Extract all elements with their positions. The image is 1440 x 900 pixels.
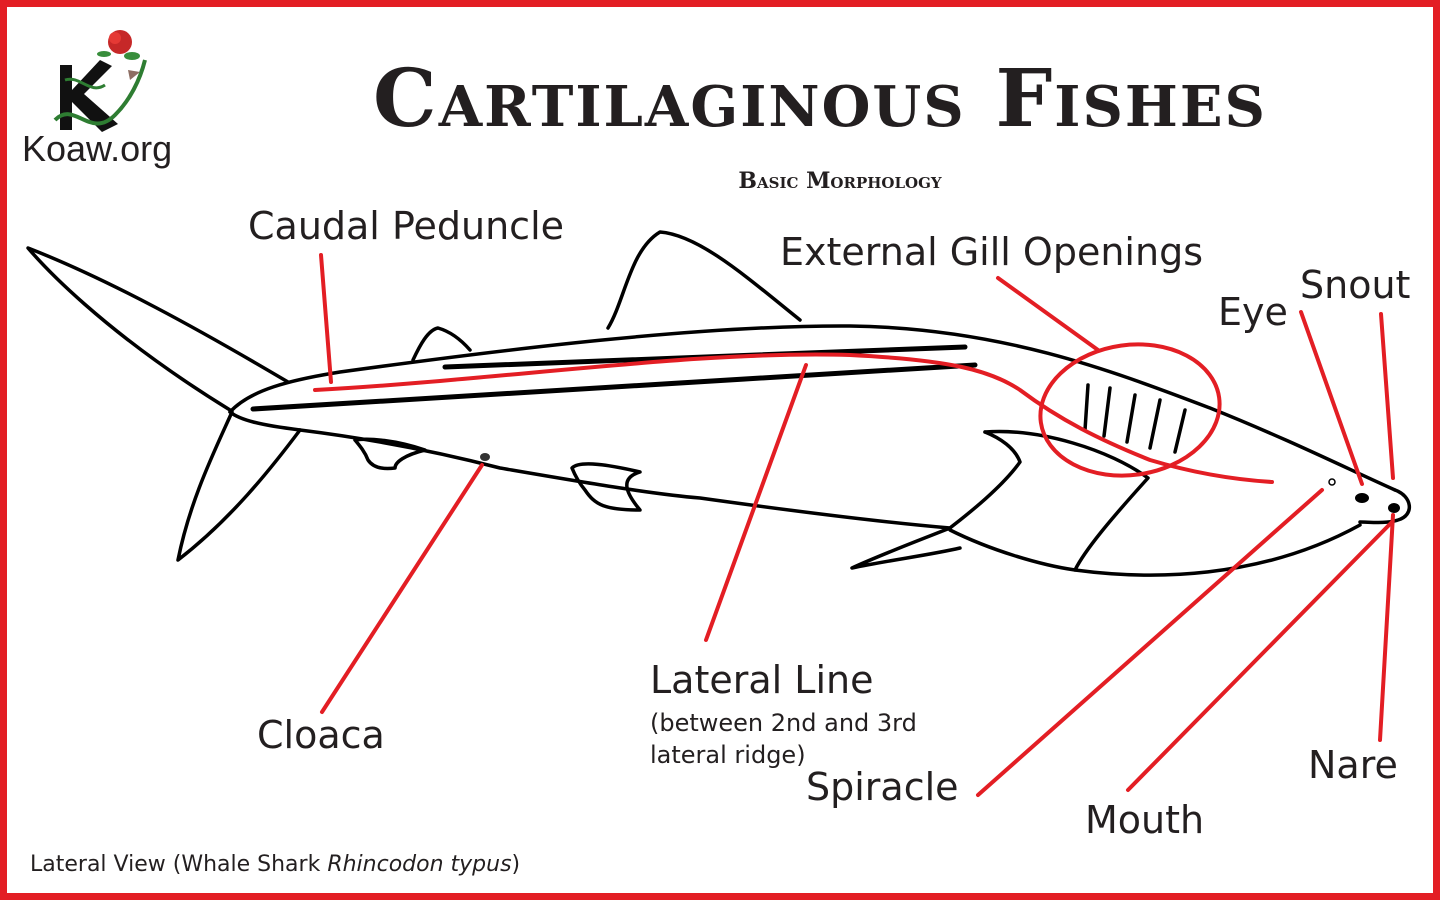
footer-caption: Lateral View (Whale Shark Rhincodon typu… xyxy=(30,852,520,877)
pectoral-fin xyxy=(948,429,1150,572)
koaw-logo xyxy=(53,30,147,132)
leader-eye xyxy=(1299,310,1364,486)
leader-snout xyxy=(1379,312,1395,480)
body-ventral-outline xyxy=(228,410,952,530)
leader-mouth xyxy=(1126,520,1394,792)
anal-fin xyxy=(570,462,642,512)
page-subtitle: Basic Morphology xyxy=(738,168,942,194)
gill-highlight-circle xyxy=(1038,342,1222,478)
leader-spiracle xyxy=(976,488,1324,797)
footer-prefix: Lateral View (Whale Shark xyxy=(30,852,328,877)
label-cloaca: Cloaca xyxy=(257,713,385,757)
spiracle-mark xyxy=(1328,478,1336,486)
leader-lateral-line xyxy=(704,363,808,642)
label-lateral-line-note-2: lateral ridge) xyxy=(650,741,806,769)
lateral-line xyxy=(313,352,1274,484)
lateral-ridge-2 xyxy=(250,362,978,412)
label-caudal-peduncle: Caudal Peduncle xyxy=(248,204,565,248)
label-spiracle: Spiracle xyxy=(806,765,959,809)
leader-caudal-peduncle xyxy=(319,253,333,384)
label-lateral-line-note-1: (between 2nd and 3rd xyxy=(650,709,917,737)
leader-cloaca xyxy=(320,463,484,714)
leader-gill-openings xyxy=(996,276,1100,352)
label-eye: Eye xyxy=(1218,290,1288,334)
label-external-gill-openings: External Gill Openings xyxy=(780,230,1203,274)
caudal-fin-upper xyxy=(26,246,290,412)
leader-nare xyxy=(1378,513,1395,742)
first-dorsal-fin xyxy=(606,230,802,330)
logo-text[interactable]: Koaw.org xyxy=(22,128,173,169)
footer-species: Rhincodon typus xyxy=(327,852,512,877)
pelvic-fin-small xyxy=(353,437,427,471)
label-mouth: Mouth xyxy=(1085,798,1205,842)
nare-mark xyxy=(1388,503,1400,513)
caudal-fin-lower xyxy=(176,410,302,562)
pelvic-fin xyxy=(850,526,962,570)
cloaca-mark xyxy=(480,453,490,461)
footer-suffix: ) xyxy=(511,852,521,877)
label-lateral-line: Lateral Line xyxy=(650,658,874,702)
label-nare: Nare xyxy=(1308,743,1398,787)
eye-mark xyxy=(1355,493,1369,503)
page-title: Cartilaginous Fishes xyxy=(373,51,1267,145)
label-snout: Snout xyxy=(1300,263,1411,307)
body-dorsal-outline xyxy=(228,324,1397,492)
snout-outline xyxy=(1358,488,1411,525)
second-dorsal-fin xyxy=(411,326,472,362)
